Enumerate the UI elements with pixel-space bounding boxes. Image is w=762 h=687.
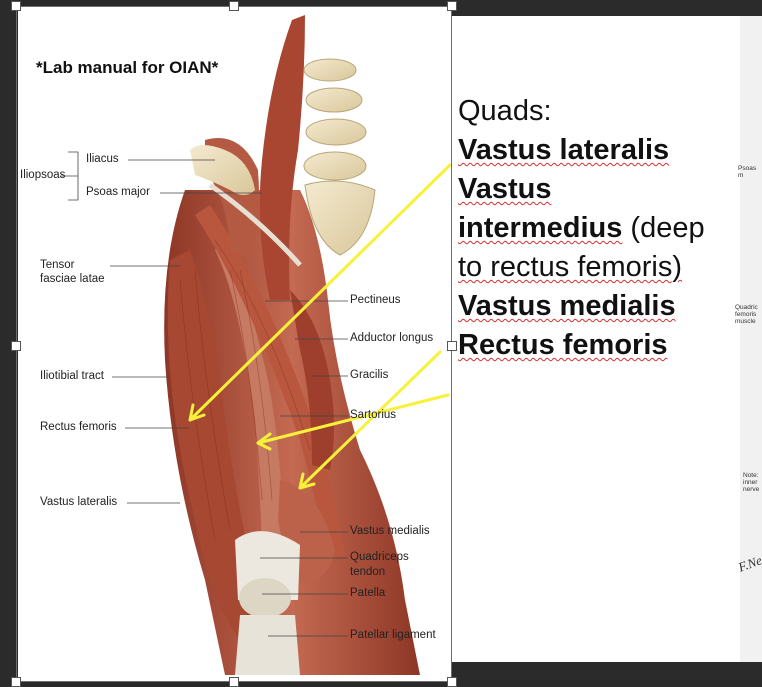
- patella: [239, 578, 291, 618]
- label-rectus-femoris: Rectus femoris: [40, 421, 117, 433]
- note-vastus-medialis: Vastus medialis: [458, 290, 676, 322]
- right-light-edge: [740, 16, 762, 662]
- adductor-group: [290, 290, 334, 470]
- resize-handle-ml[interactable]: [11, 341, 21, 351]
- left-dark-edge: [0, 0, 14, 686]
- lumbar-spine: [303, 58, 376, 256]
- label-patella: Patella: [350, 587, 386, 599]
- quads-notes[interactable]: Quads: Vastus lateralis Vastus intermedi…: [458, 92, 705, 365]
- side-note-3: nerve: [743, 486, 760, 493]
- side-quad-2: femoris: [735, 311, 757, 318]
- patellar-ligament: [235, 615, 300, 675]
- label-iliacus: Iliacus: [86, 153, 119, 165]
- label-patellar-ligament: Patellar ligament: [350, 629, 436, 641]
- pelvis-bone: [190, 145, 255, 195]
- note-deep: (deep: [622, 212, 705, 244]
- resize-handle-tr[interactable]: [447, 1, 457, 11]
- lab-manual-caption: *Lab manual for OIAN*: [36, 58, 219, 77]
- label-pectineus: Pectineus: [350, 294, 401, 306]
- psoas-major: [259, 15, 305, 300]
- yellow-arrows: [188, 163, 452, 490]
- note-vastus-lateralis: Vastus lateralis: [458, 134, 670, 166]
- note-rectus-femoris: Rectus femoris: [458, 329, 668, 361]
- side-note-1: Note:: [743, 472, 759, 479]
- sartorius: [195, 205, 345, 560]
- inguinal-ligament: [208, 182, 302, 267]
- side-note-2: inner: [743, 479, 758, 486]
- resize-handle-tc[interactable]: [229, 1, 239, 11]
- side-quad-1: Quadric: [735, 304, 758, 311]
- resize-handle-tl[interactable]: [11, 1, 21, 11]
- resize-handle-mr[interactable]: [447, 341, 457, 351]
- note-intermedius: intermedius: [458, 212, 623, 244]
- label-tendon: tendon: [350, 566, 386, 578]
- label-iliotibial-tract: Iliotibial tract: [40, 370, 104, 382]
- note-vastus: Vastus: [458, 173, 552, 205]
- label-adductor-longus: Adductor longus: [350, 332, 434, 344]
- side-psoas: Psoas m: [738, 165, 757, 179]
- label-quadriceps: Quadriceps: [350, 551, 409, 563]
- rectus-femoris: [215, 240, 283, 560]
- bottom-dark-band: [452, 662, 762, 686]
- label-vastus-lateralis: Vastus lateralis: [40, 496, 118, 508]
- label-psoas-major: Psoas major: [86, 186, 150, 198]
- label-fasciae-latae: fasciae latae: [40, 273, 105, 285]
- label-tensor: Tensor: [40, 259, 75, 271]
- label-iliopsoas: Iliopsoas: [20, 169, 66, 181]
- note-to-rectus: to rectus femoris): [458, 251, 682, 283]
- slide-panel: [452, 16, 762, 662]
- label-vastus-medialis: Vastus medialis: [350, 525, 430, 537]
- notes-heading: Quads:: [458, 95, 552, 127]
- label-sartorius: Sartorius: [350, 409, 397, 421]
- label-gracilis: Gracilis: [350, 369, 389, 381]
- side-quad-3: muscle: [735, 318, 756, 325]
- top-dark-band: [452, 0, 762, 16]
